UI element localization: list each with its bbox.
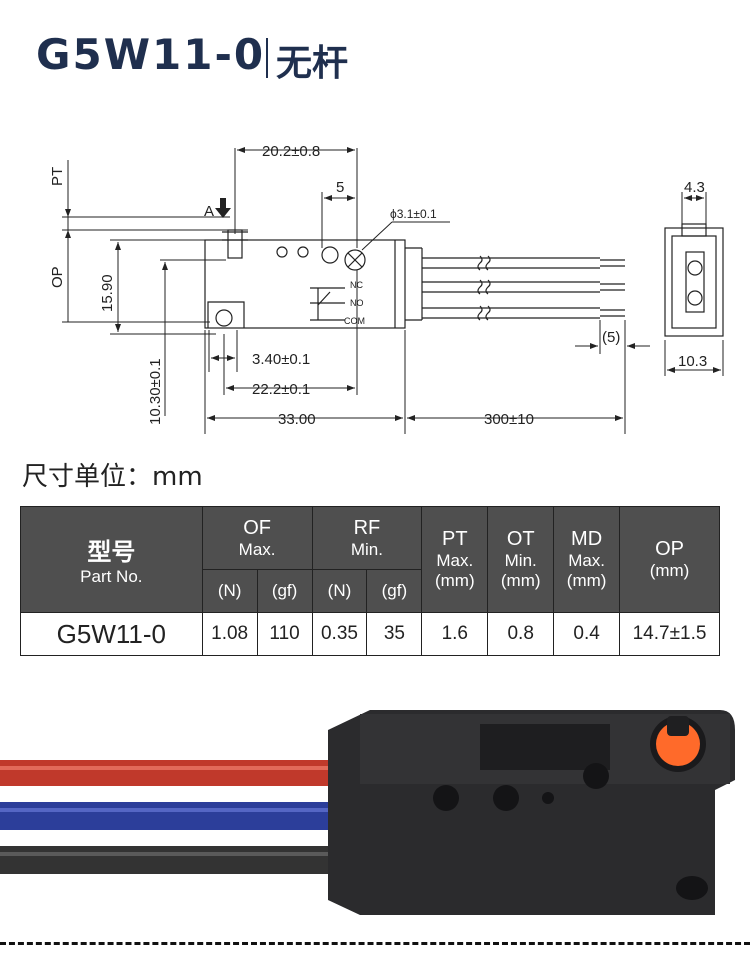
cell-of-n: 1.08 [201, 612, 258, 656]
dim-22-2: 22.2±0.1 [252, 381, 310, 398]
term-com: COM [344, 316, 365, 326]
header-rf-n: (N) [311, 569, 368, 613]
title-separator [266, 38, 268, 78]
body-hole-4 [676, 876, 708, 900]
body-hole-2 [493, 785, 519, 811]
header-ot: OT Min. (mm) [487, 506, 555, 613]
label-pt: PT [49, 167, 66, 186]
cell-model: G5W11-0 [20, 612, 203, 656]
wire-black [0, 846, 340, 874]
dim-10-30: 10.30±0.1 [147, 358, 164, 425]
cell-md: 0.4 [553, 612, 621, 656]
model-subtitle: 无杆 [276, 43, 349, 84]
dim-4-3: 4.3 [684, 179, 705, 196]
header-pt: PT Max. (mm) [421, 506, 489, 613]
body-hole-3 [583, 763, 609, 789]
term-nc: NC [350, 280, 363, 290]
plunger [656, 722, 700, 766]
dim-5: 5 [336, 179, 344, 196]
table-row: G5W11-0 1.08 110 0.35 35 1.6 0.8 0.4 14.… [20, 612, 720, 656]
dim-15-90: 15.90 [99, 274, 116, 312]
header-of-gf: (gf) [256, 569, 313, 613]
end-view-outline [664, 227, 724, 337]
header-model: 型号 Part No. [20, 506, 203, 613]
spec-table: 型号 Part No. OF Max. RF Min. PT Max. (mm)… [20, 506, 720, 656]
cell-rf-gf: 35 [366, 612, 423, 656]
label-op: OP [49, 266, 66, 288]
header-md: MD Max. (mm) [553, 506, 621, 613]
product-photo [0, 710, 735, 915]
dim-300: 300±10 [484, 411, 534, 428]
cell-op: 14.7±1.5 [619, 612, 720, 656]
dim-5-paren: (5) [602, 329, 620, 346]
dim-hole: ϕ3.1±0.1 [390, 207, 437, 221]
plunger-outline [227, 229, 243, 259]
dimension-drawing: 20.2±0.8 5 ϕ3.1±0.1 A PT OP 15.90 10.30±… [49, 143, 724, 434]
mount-hole-1 [321, 246, 339, 264]
header-op: OP (mm) [619, 506, 720, 613]
mount-hole-2 [344, 249, 366, 271]
cell-rf-n: 0.35 [311, 612, 368, 656]
divider [0, 942, 750, 945]
wire-blue [0, 802, 340, 830]
dim-20-2: 20.2±0.8 [262, 143, 320, 160]
dim-10-3: 10.3 [678, 353, 707, 370]
unit-note: 尺寸单位：mm [22, 462, 203, 492]
header-of-n: (N) [201, 569, 258, 613]
cell-pt: 1.6 [421, 612, 489, 656]
header-of: OF Max. [201, 506, 313, 570]
header-rf-gf: (gf) [366, 569, 423, 613]
dim-33: 33.00 [278, 411, 316, 428]
cell-of-gf: 110 [256, 612, 313, 656]
model-title: G5W11-0 [36, 30, 266, 79]
wire-red [0, 760, 340, 786]
switch-body-outline [204, 239, 406, 329]
term-no: NO [350, 298, 364, 308]
header-rf: RF Min. [311, 506, 423, 570]
body-hole-1 [433, 785, 459, 811]
label-a: A [204, 203, 214, 220]
mount-hole-3 [215, 309, 233, 327]
cell-ot: 0.8 [487, 612, 555, 656]
dim-3-40: 3.40±0.1 [252, 351, 310, 368]
